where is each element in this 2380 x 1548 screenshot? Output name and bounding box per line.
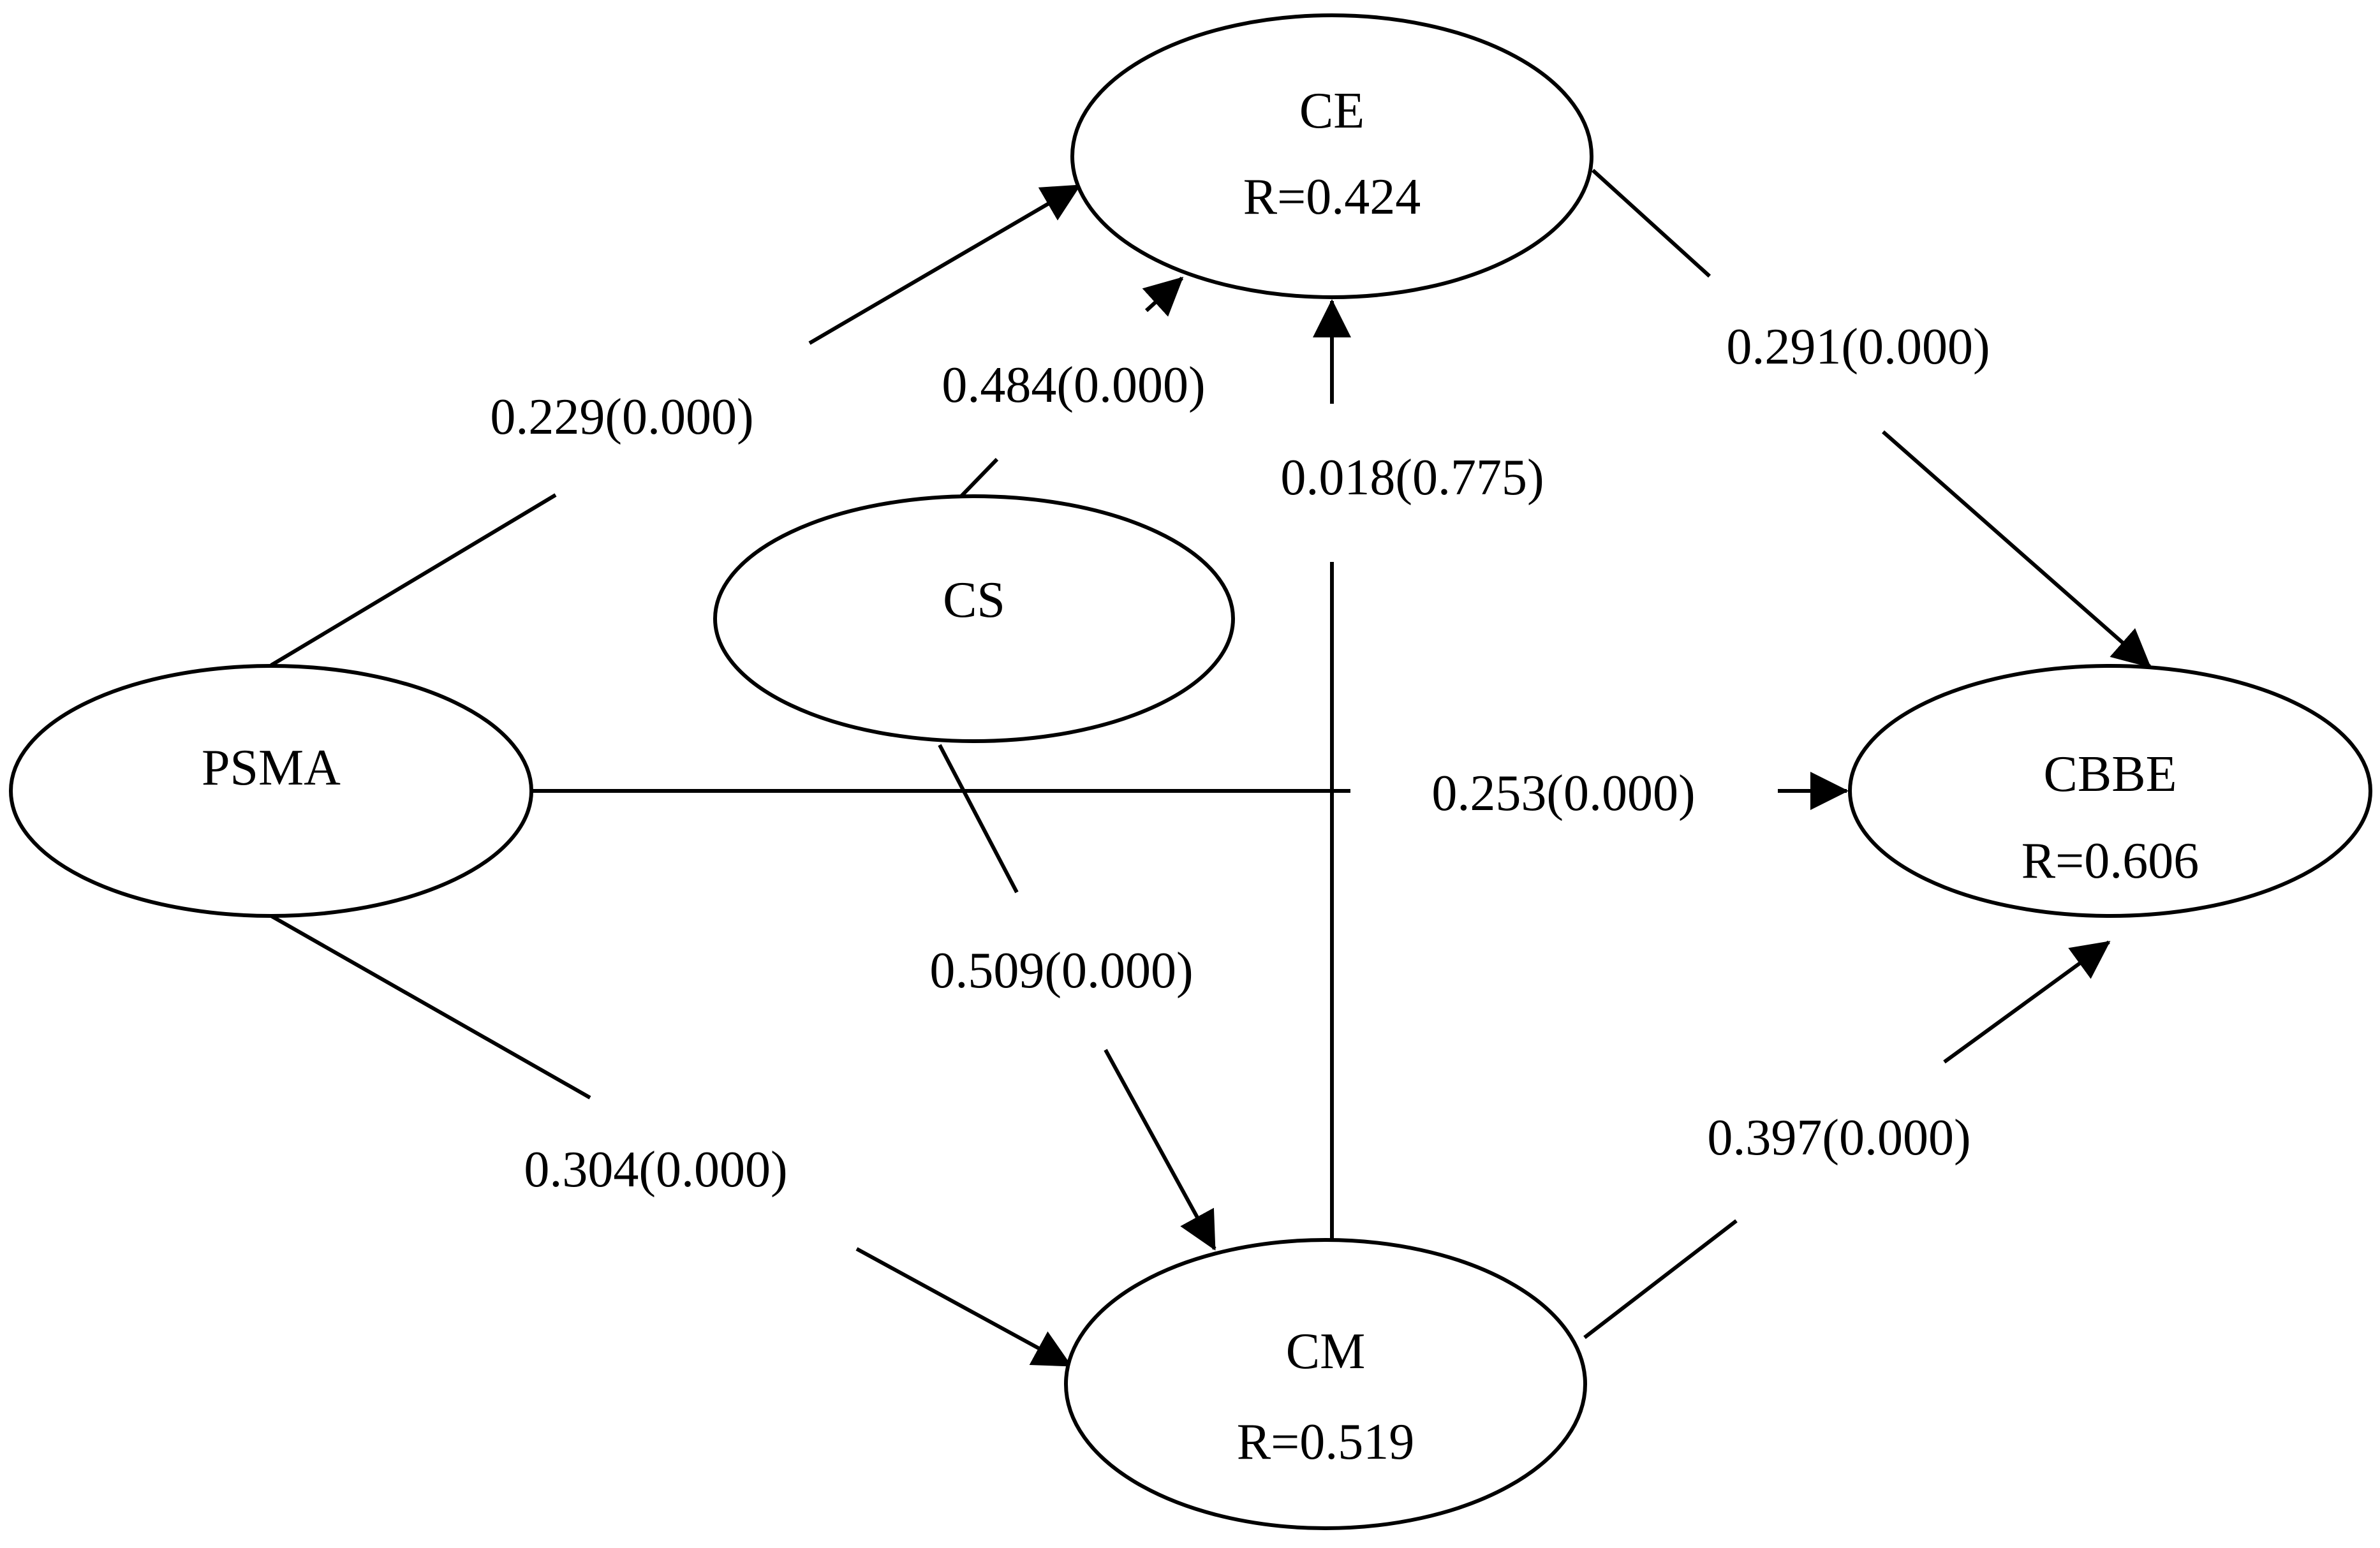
path-label-psma-cm: 0.304(0.000) <box>524 1142 787 1198</box>
path-label-cm-cbbe: 0.397(0.000) <box>1707 1110 1970 1166</box>
node-cm: CM R=0.519 <box>1064 1238 1587 1530</box>
node-ce-label: CE <box>1299 83 1364 139</box>
path-label-ce-cbbe: 0.291(0.000) <box>1726 319 1990 375</box>
node-ce: CE R=0.424 <box>1070 13 1593 299</box>
node-cs: CS <box>713 494 1235 743</box>
node-cs-label: CS <box>943 572 1005 628</box>
node-cbbe-label: CBBE <box>2044 746 2177 802</box>
edge-psma-ce <box>270 184 1081 667</box>
node-cbbe-r2: R=0.606 <box>2022 833 2199 889</box>
edge-cs-ce <box>955 276 1184 503</box>
node-psma-label: PSMA <box>202 740 341 796</box>
node-psma: PSMA <box>9 664 533 918</box>
node-cm-label: CM <box>1286 1323 1366 1380</box>
edge-cm-cbbe <box>1583 940 2111 1339</box>
node-cbbe: CBBE R=0.606 <box>1848 664 2372 918</box>
path-label-psma-cbbe: 0.253(0.000) <box>1431 765 1695 822</box>
path-label-cm-ce: 0.018(0.775) <box>1280 450 1544 506</box>
edge-ce-cbbe <box>1591 168 2152 668</box>
path-label-cs-ce: 0.484(0.000) <box>942 357 1205 413</box>
edge-cs-cm <box>938 744 1216 1251</box>
node-ce-r2: R=0.424 <box>1243 169 1421 225</box>
node-cm-r2: R=0.519 <box>1237 1414 1414 1470</box>
edge-psma-cm <box>270 914 1072 1367</box>
path-label-psma-ce: 0.229(0.000) <box>490 389 753 445</box>
path-label-cs-cm: 0.509(0.000) <box>929 943 1193 999</box>
